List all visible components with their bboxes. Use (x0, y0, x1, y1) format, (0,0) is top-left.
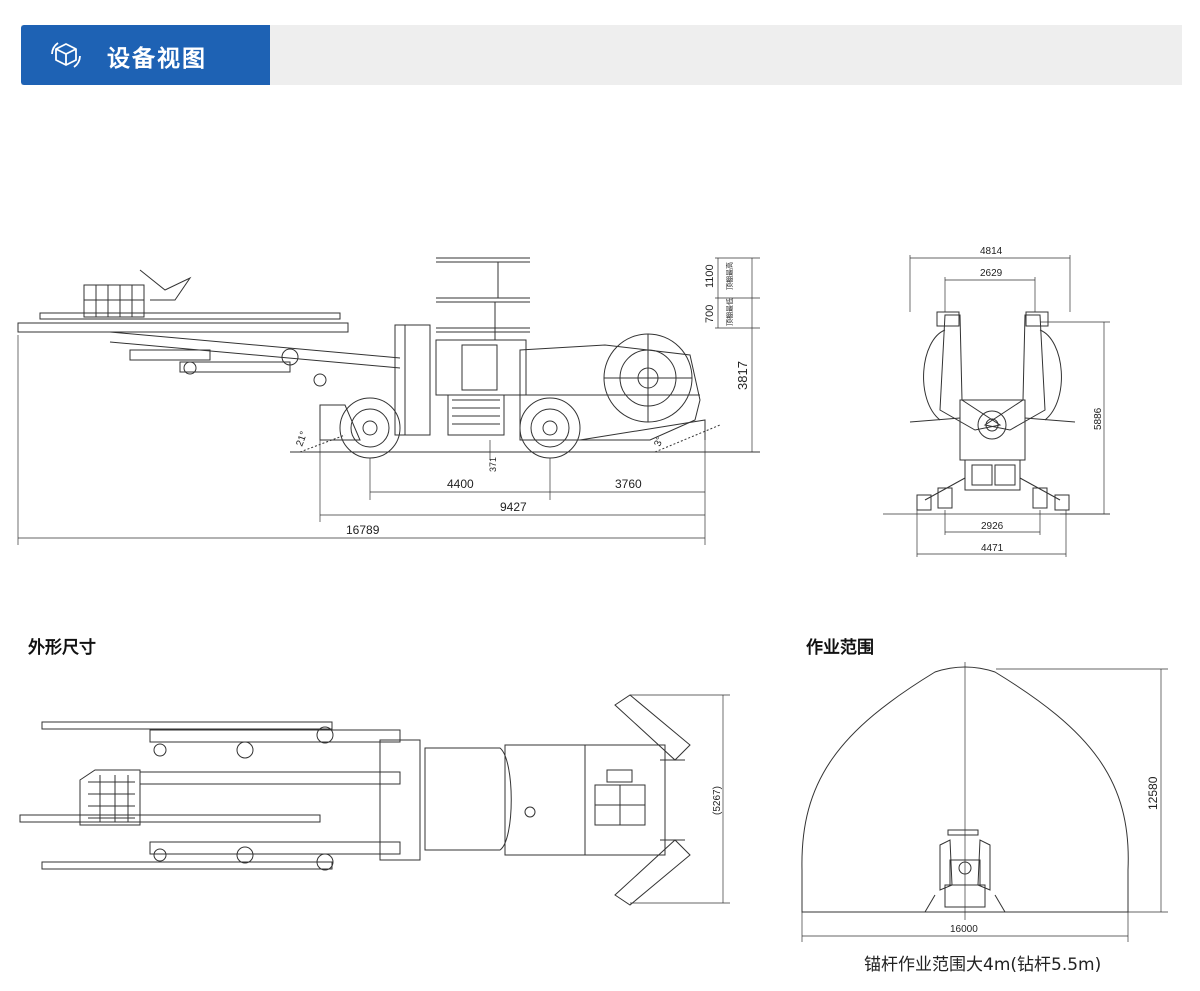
dim-4814: 4814 (980, 246, 1003, 257)
dim-9427: 9427 (500, 500, 527, 514)
side-view-drawing (17, 257, 760, 545)
header-tab: 设备视图 (21, 25, 270, 85)
dim-canopy-high-note: 顶棚最高 (725, 262, 734, 290)
dim-canopy-high: 1100 (704, 264, 716, 288)
range-caption: 锚杆作业范围大4m(钻杆5.5m) (864, 955, 1102, 975)
top-view-drawing (19, 694, 730, 906)
dim-12580: 12580 (1146, 776, 1160, 810)
section-header: 设备视图 (21, 25, 1182, 85)
dim-canopy-low: 700 (704, 305, 716, 323)
front-view-drawing (883, 255, 1110, 557)
work-range-drawing (801, 662, 1168, 942)
dim-5886: 5886 (1093, 407, 1104, 430)
dim-4471: 4471 (981, 543, 1004, 554)
dim-height-3817: 3817 (735, 361, 750, 390)
section-outline-title: 外形尺寸 (28, 638, 96, 658)
dim-2629: 2629 (980, 268, 1003, 279)
dim-5267: (5267) (712, 786, 723, 815)
dim-2926: 2926 (981, 521, 1004, 532)
page-title: 设备视图 (107, 46, 207, 72)
dim-4400: 4400 (447, 477, 474, 491)
section-range-title: 作业范围 (806, 638, 874, 658)
dim-3760: 3760 (615, 477, 642, 491)
cube-icon (51, 42, 81, 68)
dim-16789: 16789 (346, 523, 380, 537)
dim-clearance: 371 (488, 457, 498, 472)
dim-angle-front: 21° (294, 430, 310, 448)
dim-angle-rear: 3° (652, 435, 666, 448)
dim-canopy-low-note: 顶棚最低 (725, 298, 734, 326)
dim-16000: 16000 (950, 924, 978, 935)
